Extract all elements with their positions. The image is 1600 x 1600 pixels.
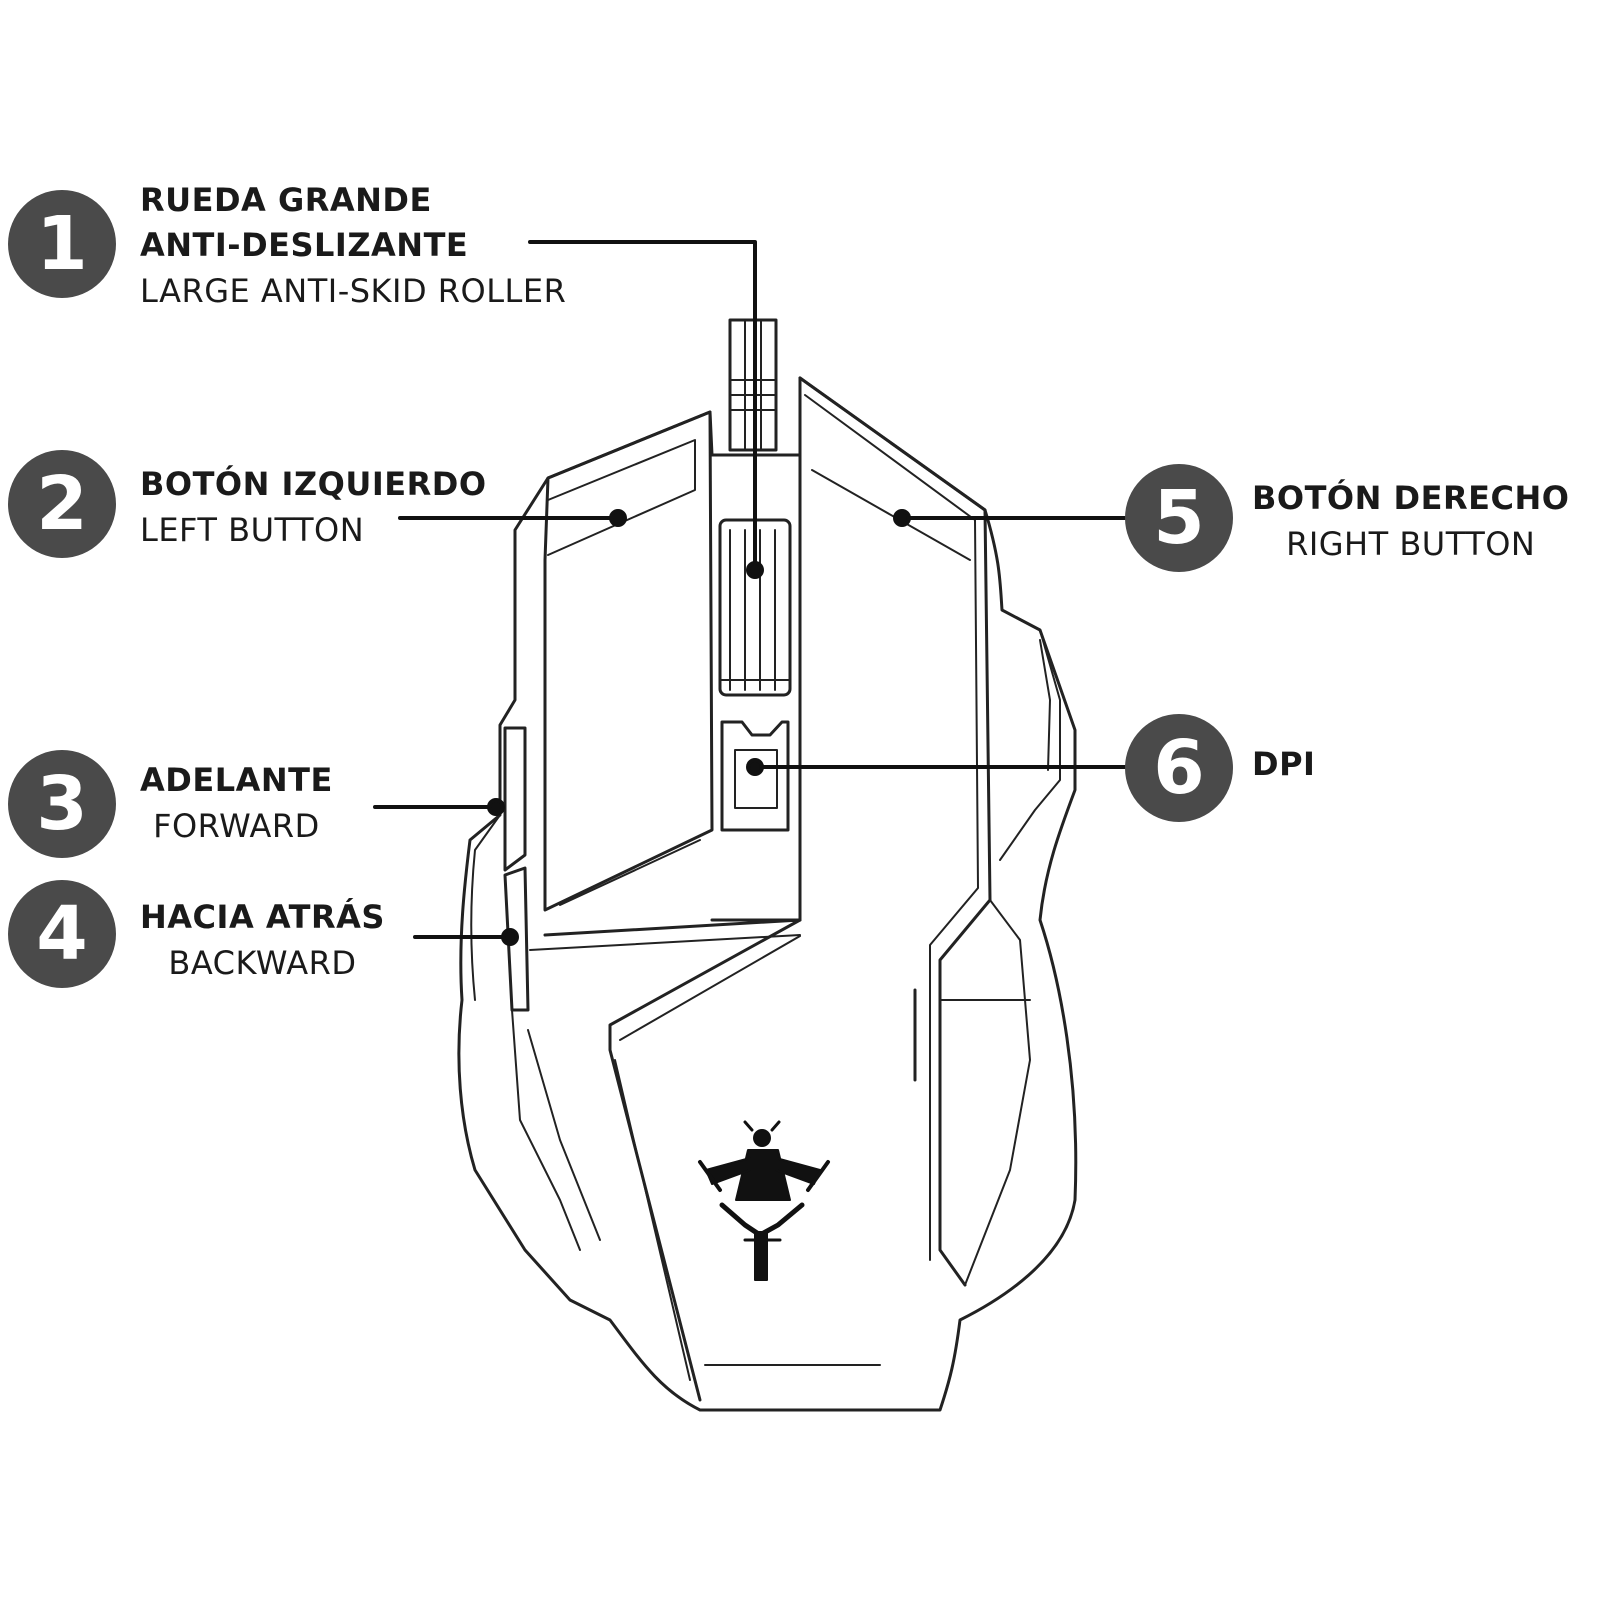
callout-label-3: ADELANTE FORWARD xyxy=(140,758,333,849)
leader-line-1 xyxy=(528,240,757,572)
right-button-panel xyxy=(798,376,992,1287)
callout-title-es-2: BOTÓN IZQUIERDO xyxy=(140,465,487,503)
left-button-panel xyxy=(543,410,714,912)
callout-badge-5: 5 xyxy=(1125,464,1233,572)
callout-title-es-5: BOTÓN DERECHO xyxy=(1252,479,1570,517)
callout-title-es-1b: ANTI-DESLIZANTE xyxy=(140,226,469,264)
mouse-body-outline xyxy=(457,376,1078,1412)
callout-title-en-3: FORWARD xyxy=(153,807,320,845)
samurai-emblem-icon xyxy=(698,1120,830,1281)
callout-label-4: HACIA ATRÁS BACKWARD xyxy=(140,895,385,986)
callout-title-es-6: DPI xyxy=(1252,745,1316,783)
dpi-button xyxy=(720,720,790,832)
callout-title-en-2: LEFT BUTTON xyxy=(140,511,365,549)
callout-badge-1: 1 xyxy=(8,190,116,298)
callout-label-5: BOTÓN DERECHO RIGHT BUTTON xyxy=(1252,476,1569,567)
callout-title-en-4: BACKWARD xyxy=(168,944,357,982)
callout-badge-3: 3 xyxy=(8,750,116,858)
leader-lines xyxy=(373,240,1130,946)
side-button-forward xyxy=(503,726,527,872)
callout-label-1: RUEDA GRANDE ANTI-DESLIZANTE LARGE ANTI-… xyxy=(140,178,566,314)
right-grip xyxy=(999,609,1061,861)
callout-title-es-4: HACIA ATRÁS xyxy=(140,898,385,936)
callout-badge-2: 2 xyxy=(8,450,116,558)
callout-title-en-5: RIGHT BUTTON xyxy=(1286,525,1536,563)
callout-title-en-1: LARGE ANTI-SKID ROLLER xyxy=(140,272,567,310)
side-button-backward xyxy=(503,866,530,1012)
callout-badge-6: 6 xyxy=(1125,714,1233,822)
callout-label-2: BOTÓN IZQUIERDO LEFT BUTTON xyxy=(140,462,487,553)
callout-badge-4: 4 xyxy=(8,880,116,988)
callout-label-6: DPI xyxy=(1252,742,1315,787)
callout-title-es-3: ADELANTE xyxy=(140,761,333,799)
callout-title-es-1: RUEDA GRANDE xyxy=(140,181,432,219)
